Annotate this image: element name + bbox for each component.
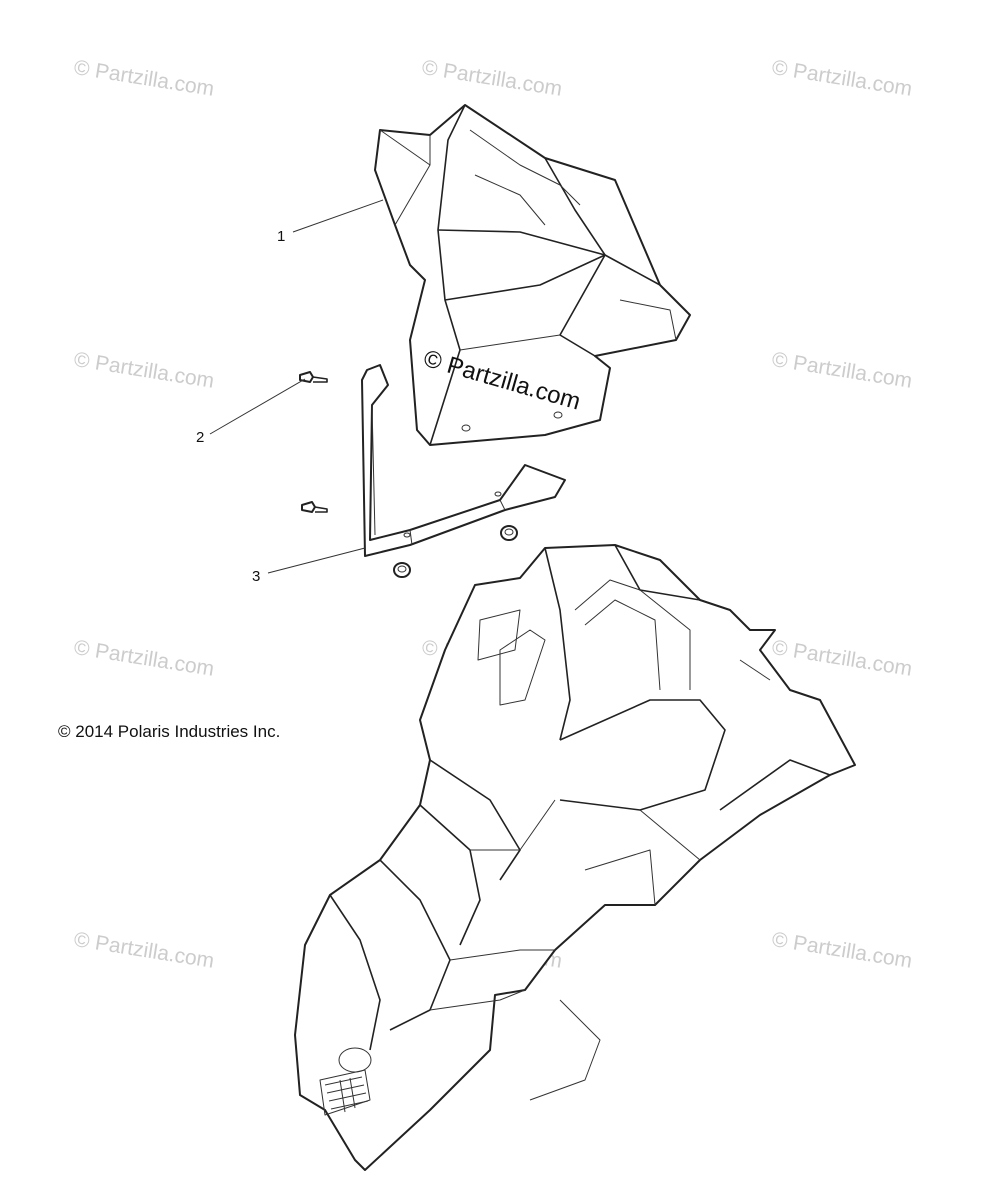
leader-line-1 [292,199,384,233]
copyright-text: © 2014 Polaris Industries Inc. [58,722,281,741]
callout-2[interactable]: 2 [196,429,205,446]
hood-panel-part [294,544,856,1171]
push-rivet-upper [299,371,328,383]
callout-1[interactable]: 1 [277,228,286,245]
bracket-part [361,364,566,557]
nut-upper [500,525,518,541]
windshield-part [374,104,691,446]
leader-line-2 [209,378,306,435]
push-rivet-lower [301,501,328,513]
callout-3[interactable]: 3 [252,568,261,585]
nut-lower [393,562,411,578]
leader-line-3 [267,547,366,574]
